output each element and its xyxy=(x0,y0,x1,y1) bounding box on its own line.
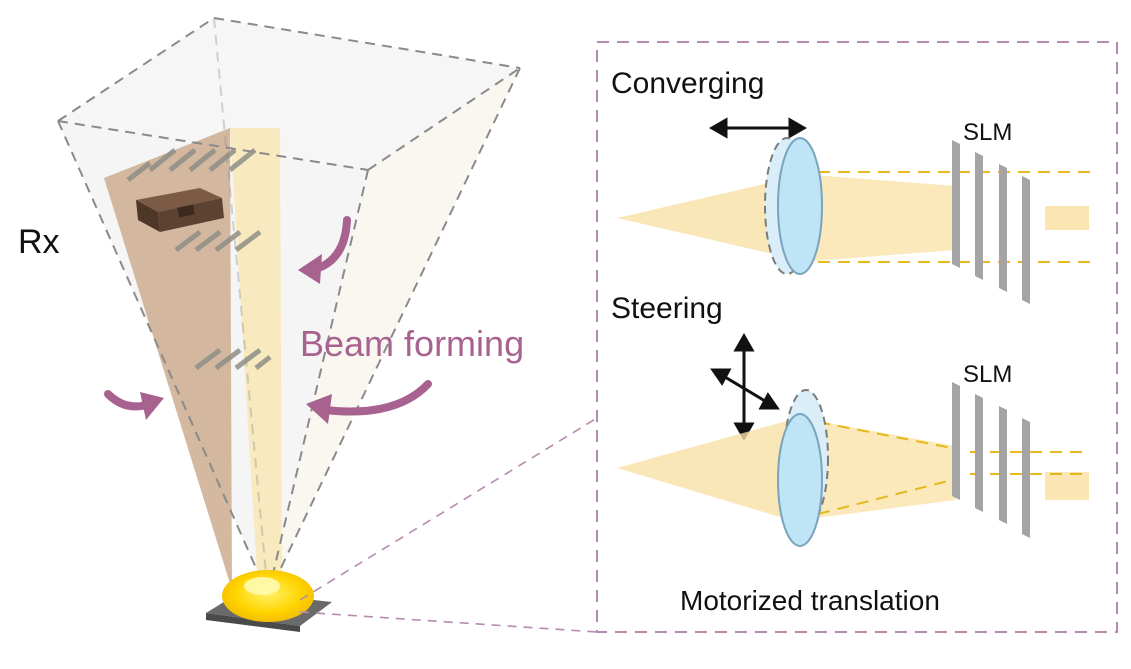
beam-arrows xyxy=(104,216,432,424)
incoming-beam xyxy=(617,178,790,258)
incoming-beam xyxy=(617,420,790,520)
beam-forming-label: Beam forming xyxy=(300,323,524,364)
output-beam xyxy=(1045,472,1089,500)
led-source xyxy=(206,570,332,632)
slm-plates xyxy=(952,382,1030,538)
converged-beam xyxy=(800,174,956,262)
horizontal-arrow-icon xyxy=(708,117,808,139)
slm-label: SLM xyxy=(963,361,1012,388)
hatch-lower xyxy=(194,348,272,370)
output-beam xyxy=(1045,206,1089,230)
beam-edges xyxy=(818,171,1090,263)
steering-label: Steering xyxy=(611,292,723,325)
receiver-device xyxy=(136,188,224,232)
converging-label: Converging xyxy=(611,67,764,100)
slm-label: SLM xyxy=(963,119,1012,146)
rx-label: Rx xyxy=(18,223,60,261)
curved-arrow-icon xyxy=(104,390,164,420)
steering-panel: Steering SLM xyxy=(611,292,1090,547)
pyramid xyxy=(57,16,521,632)
lens xyxy=(777,413,823,547)
steered-beam xyxy=(800,418,956,520)
pyramid-back-face xyxy=(58,18,520,170)
converging-panel: Converging SLM xyxy=(611,67,1090,304)
inset-box xyxy=(596,41,1118,633)
motorized-translation-label: Motorized translation xyxy=(680,585,940,616)
slm-plates xyxy=(952,140,1030,304)
hatch-top xyxy=(126,148,257,182)
curved-arrow-icon xyxy=(306,380,432,424)
lens xyxy=(777,137,823,275)
zoom-connector xyxy=(299,417,598,633)
pyramid-edges xyxy=(57,16,521,596)
hatch-middle xyxy=(174,230,262,252)
room-wall-plane xyxy=(104,128,232,590)
curved-arrow-icon xyxy=(298,216,351,284)
move-arrows-icon xyxy=(710,332,780,442)
